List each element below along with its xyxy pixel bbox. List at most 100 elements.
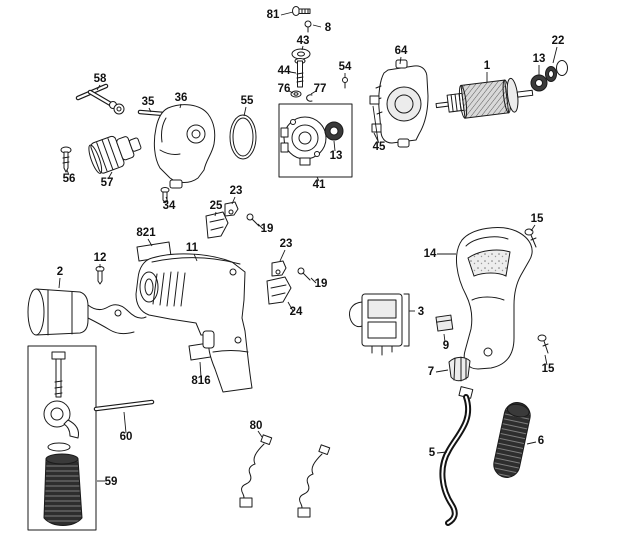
leader-line-44 — [289, 71, 297, 74]
brush-holder-part-23-lower — [271, 260, 287, 277]
part-label-60: 60 — [120, 431, 133, 443]
part-label-2: 2 — [57, 266, 63, 278]
spindle-part-44 — [294, 58, 306, 88]
o-ring-part-55 — [229, 114, 257, 160]
part-label-54: 54 — [339, 61, 352, 73]
handle-grip-part-6 — [493, 402, 531, 478]
leader-line-45 — [373, 132, 380, 144]
field-assembly-part-64 — [369, 59, 429, 148]
leader-line-821 — [147, 238, 153, 247]
bolt-part-8 — [304, 20, 312, 33]
bracket-3 — [403, 293, 410, 347]
leader-line-56 — [66, 169, 70, 176]
leader-line-76 — [288, 90, 294, 94]
brush-holder-part-23-upper — [224, 201, 239, 217]
part-label-41: 41 — [313, 179, 326, 191]
leader-line-77 — [310, 90, 317, 95]
leader-line-80 — [257, 430, 263, 438]
brush-part-45-upper — [369, 95, 380, 105]
retaining-ring-part-77 — [306, 94, 313, 102]
stator-part-2 — [27, 288, 147, 336]
leader-line-81 — [280, 11, 294, 16]
part-label-43: 43 — [297, 35, 310, 47]
washer-part-76 — [290, 90, 302, 98]
motor-wire — [87, 317, 135, 335]
side-handle-grip — [43, 458, 83, 526]
leader-line-60 — [123, 411, 127, 434]
leader-line-15 — [544, 354, 548, 366]
trigger — [202, 330, 215, 349]
leader-line-23 — [279, 249, 286, 262]
brush-spring-assembly-part-80b — [297, 444, 331, 518]
part-label-9: 9 — [443, 340, 449, 352]
brush-holder-part-25 — [205, 211, 229, 239]
part-label-34: 34 — [163, 200, 176, 212]
part-label-13: 13 — [330, 150, 343, 162]
leader-line-34 — [165, 196, 169, 203]
leader-line-64 — [399, 56, 402, 65]
leader-line-58 — [96, 84, 101, 91]
part-label-56: 56 — [63, 173, 76, 185]
leader-line-11 — [193, 253, 198, 262]
part-label-23: 23 — [280, 238, 293, 250]
part-label-19: 19 — [261, 223, 274, 235]
part-label-12: 12 — [94, 252, 107, 264]
leader-line-36 — [179, 103, 182, 109]
gearbox-assembly-part-41 — [278, 103, 353, 178]
brush-holder-part-24 — [266, 276, 292, 305]
part-label-59: 59 — [105, 476, 118, 488]
leader-line-55 — [243, 106, 247, 117]
part-label-19: 19 — [315, 278, 328, 290]
leader-line-15 — [530, 224, 536, 232]
wire-nut-part-9 — [435, 314, 454, 332]
part-label-821: 821 — [136, 227, 156, 239]
leader-line-19 — [310, 277, 317, 284]
leader-line-7 — [435, 369, 449, 373]
chuck-part-57 — [88, 135, 142, 174]
part-label-77: 77 — [314, 83, 327, 95]
leader-line-22 — [552, 46, 558, 64]
leader-line-35 — [148, 107, 152, 113]
part-label-5: 5 — [429, 447, 436, 459]
leader-line-6 — [526, 441, 537, 445]
part-label-3: 3 — [418, 306, 424, 318]
part-label-58: 58 — [94, 73, 107, 85]
leader-line-13 — [333, 140, 336, 152]
leader-line-9 — [443, 333, 446, 343]
part-label-22: 22 — [552, 35, 565, 47]
depth-rod-part-60 — [93, 399, 155, 412]
part-label-36: 36 — [175, 92, 188, 104]
part-label-23: 23 — [230, 185, 243, 197]
leader-line-41 — [316, 176, 320, 182]
handle-cover-part-14 — [455, 227, 533, 370]
part-label-6: 6 — [538, 435, 544, 447]
screw-part-81 — [292, 6, 311, 16]
motor-wire — [87, 304, 147, 319]
screw-part-15-lower — [537, 334, 549, 354]
part-label-14: 14 — [424, 248, 437, 260]
motor-housing-part-11 — [135, 253, 253, 393]
screw-part-54 — [342, 77, 348, 89]
armature-part-1 — [435, 77, 534, 119]
part-label-11: 11 — [186, 242, 199, 254]
part-label-816: 816 — [191, 375, 210, 387]
part-label-80: 80 — [250, 420, 263, 432]
leader-line-25 — [214, 211, 217, 217]
part-label-15: 15 — [542, 363, 555, 375]
leader-line-45b — [372, 105, 379, 142]
gear-case-part-36 — [153, 104, 216, 189]
part-label-55: 55 — [241, 95, 254, 107]
bearing-part-13-armature — [530, 74, 548, 92]
cord-protector-part-7 — [448, 356, 471, 382]
leader-line-19 — [257, 223, 264, 230]
part-label-57: 57 — [101, 177, 114, 189]
screw-part-19-upper — [246, 213, 260, 227]
part-label-13: 13 — [533, 53, 546, 65]
screw-part-56 — [60, 146, 72, 173]
part-label-64: 64 — [395, 45, 408, 57]
leader-line-57 — [107, 171, 113, 180]
side-handle-assembly-part-59 — [27, 345, 97, 531]
brush-spring-assembly-part-80 — [239, 434, 273, 508]
part-label-76: 76 — [278, 83, 291, 95]
